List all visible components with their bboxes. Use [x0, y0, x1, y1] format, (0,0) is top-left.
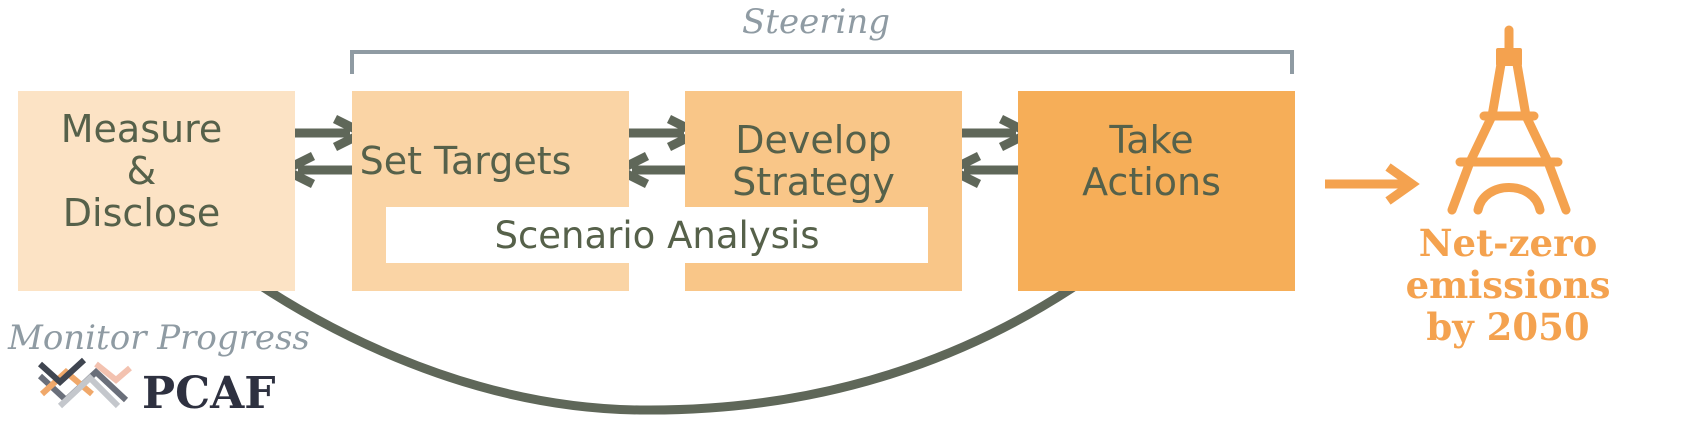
goal-line: Net-zero emissions [1405, 221, 1611, 307]
monitor-feedback-curve [189, 219, 1161, 415]
pcaf-logo-text: PCAF [142, 368, 276, 419]
monitor-progress-label: Monitor Progress [8, 318, 310, 358]
measure-disclose-box: Measure & Disclose [18, 91, 295, 291]
box-label-line: & [126, 149, 157, 193]
pcaf-logo-icon [37, 357, 132, 409]
steering-bracket [350, 50, 1294, 74]
take-actions-box: Take Actions [1018, 91, 1295, 291]
box-label-line: Measure [60, 107, 223, 151]
goal-line: by 2050 [1426, 305, 1590, 349]
box-label-line: Disclose [62, 191, 221, 235]
box-label-line: Strategy [732, 160, 895, 204]
box-label-line: Develop [735, 118, 892, 162]
net-zero-goal-label: Net-zero emissions by 2050 [1318, 222, 1693, 348]
steering-label: Steering [742, 2, 890, 42]
box-label-line: Actions [1082, 160, 1221, 204]
eiffel-tower-icon [1447, 25, 1571, 215]
box-label-line: Take [1109, 118, 1194, 162]
goal-arrow [1325, 163, 1420, 205]
scenario-analysis-box: Scenario Analysis [386, 207, 928, 263]
box-label-line: Set Targets [359, 139, 572, 183]
